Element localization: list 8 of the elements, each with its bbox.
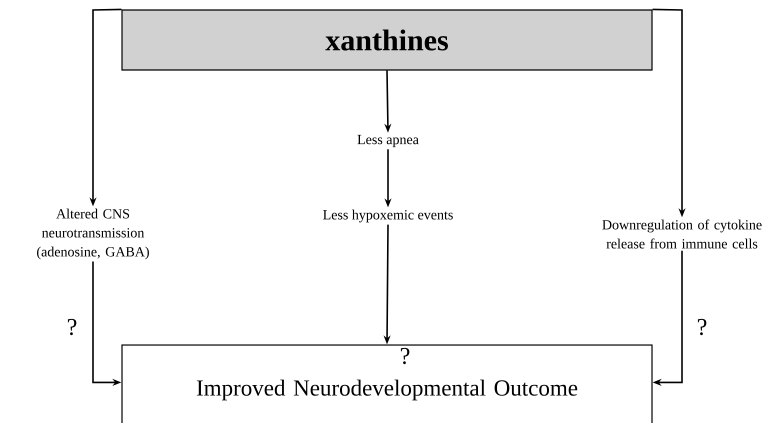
- edge-label: ?: [398, 346, 412, 366]
- step-text: Less hypoxemic events: [323, 210, 453, 222]
- step-text: Altered CNS neurotransmission (adenosine, GABA): [37, 208, 149, 260]
- title-box: xanthines: [121, 9, 653, 71]
- edge-label: ?: [696, 318, 708, 336]
- edge-label: ?: [66, 318, 78, 336]
- step-text: Less apnea: [358, 134, 419, 148]
- step-text: Downregulation of cytokine release from immune cells: [602, 220, 762, 248]
